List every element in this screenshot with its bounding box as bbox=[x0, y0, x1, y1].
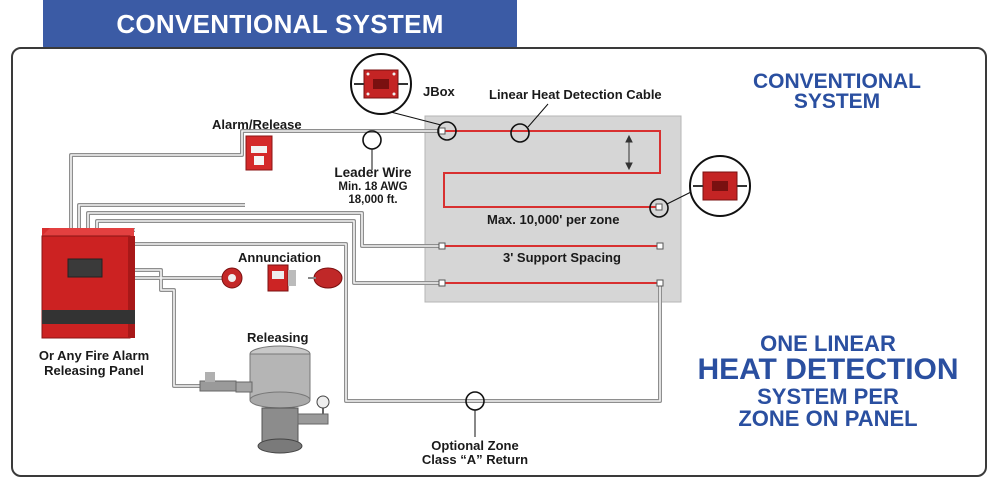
support-spacing-label: 3' Support Spacing bbox=[503, 250, 621, 265]
pressure-gauge-icon bbox=[316, 395, 330, 409]
panel-label-line-1: Or Any Fire Alarm bbox=[38, 348, 150, 363]
releasing-label: Releasing bbox=[247, 330, 309, 345]
alarm-release-label: Alarm/Release bbox=[212, 117, 302, 132]
callout-heat-detection: HEAT DETECTION bbox=[697, 353, 959, 386]
callout-one-linear: ONE LINEAR bbox=[760, 331, 896, 356]
cable-label: Linear Heat Detection Cable bbox=[489, 87, 662, 102]
jbox-label: JBox bbox=[423, 84, 455, 99]
callout-system-per: SYSTEM PER bbox=[757, 384, 899, 409]
deluge-valve-icon bbox=[199, 345, 329, 454]
optional-zone-label: Optional Zone bbox=[431, 438, 519, 453]
leader-wire-spec-2: 18,000 ft. bbox=[348, 194, 398, 206]
class-a-return-label: Class “A” Return bbox=[421, 452, 529, 467]
page-title: CONVENTIONAL SYSTEM bbox=[116, 8, 444, 39]
leader-wire-label: Leader Wire bbox=[334, 165, 412, 180]
annunciation-devices bbox=[221, 264, 343, 292]
heat-detection-cable bbox=[443, 130, 661, 284]
annunciation-label: Annunciation bbox=[238, 250, 322, 265]
callout-zone-on-panel: ZONE ON PANEL bbox=[738, 406, 918, 431]
fire-alarm-panel-icon bbox=[41, 228, 135, 339]
spacing-arrow bbox=[625, 134, 633, 171]
header-tab: CONVENTIONAL SYSTEM bbox=[43, 0, 517, 48]
protected-zone-area bbox=[424, 115, 682, 303]
leader-wire-spec-1: Min. 18 AWG bbox=[338, 181, 408, 193]
panel-label-line-2: Releasing Panel bbox=[44, 363, 144, 378]
callout-system: SYSTEM bbox=[793, 90, 881, 113]
callout-conventional: CONVENTIONAL bbox=[753, 70, 921, 93]
end-of-line-box-icon bbox=[689, 155, 751, 217]
jbox-icon bbox=[350, 53, 412, 115]
cable-terminals bbox=[438, 127, 664, 287]
pull-station-icon bbox=[245, 135, 273, 171]
max-zone-label: Max. 10,000' per zone bbox=[487, 212, 620, 227]
